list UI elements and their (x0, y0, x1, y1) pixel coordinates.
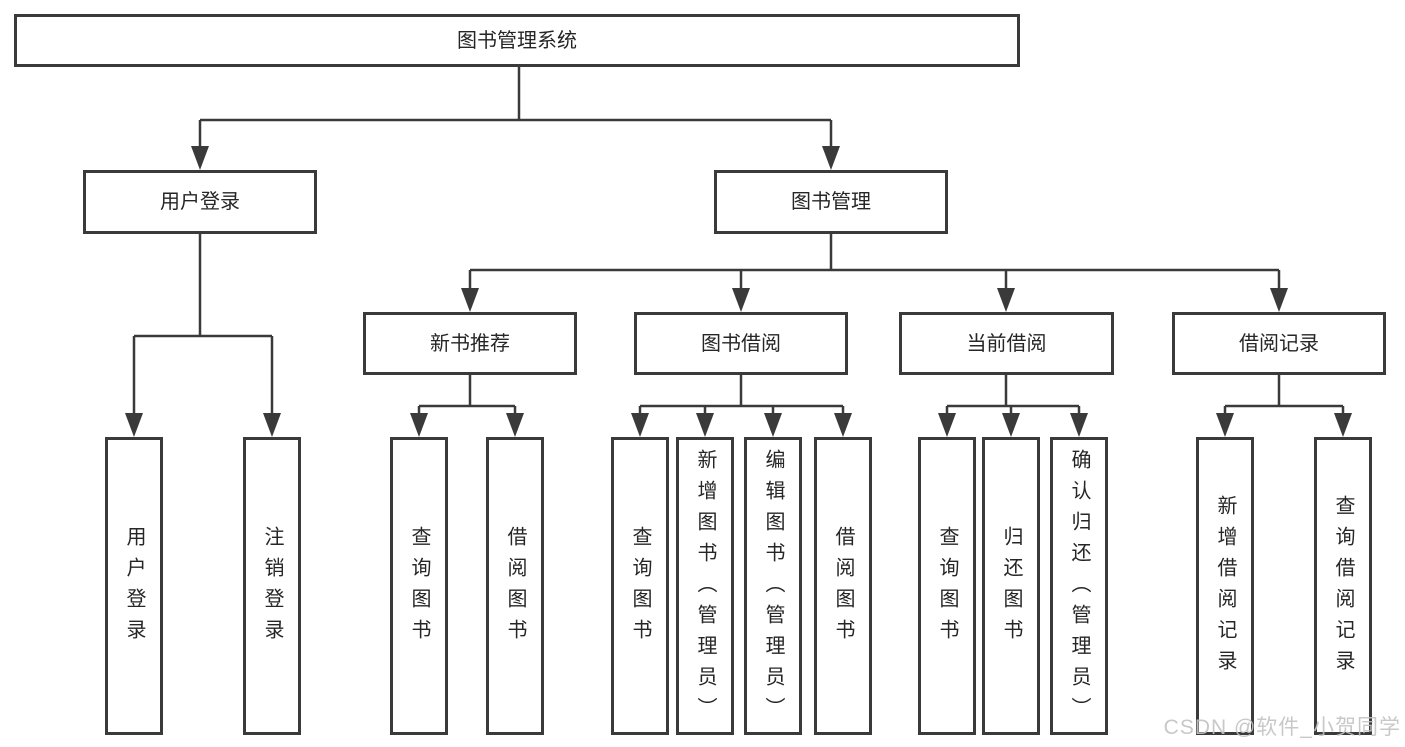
connector-user-login-group (132, 234, 274, 417)
arrowhead (822, 146, 840, 170)
node-query-borrow-record: 查询借阅记录 (1314, 437, 1372, 735)
arrowhead (1270, 288, 1288, 312)
arrowhead (834, 413, 852, 437)
node-user-login-action: 用户登录 (105, 437, 163, 735)
node-return-books: 归还图书 (982, 437, 1040, 735)
node-library-management-system: 图书管理系统 (14, 14, 1020, 67)
node-book-management: 图书管理 (714, 170, 948, 234)
node-borrow-books-rec: 借阅图书 (486, 437, 544, 735)
connector-current-borrow-group (945, 375, 1081, 419)
node-query-books-borrow: 查询图书 (611, 437, 669, 735)
node-confirm-return-admin: 确认归还（管理员） (1050, 437, 1108, 735)
node-borrowing-records: 借阅记录 (1172, 312, 1386, 375)
node-user-login: 用户登录 (83, 170, 317, 234)
arrowhead (1070, 413, 1088, 437)
arrowhead (410, 413, 428, 437)
arrowhead (506, 413, 524, 437)
connector-book-borrow-group (638, 375, 845, 419)
node-new-book-recommendation: 新书推荐 (363, 312, 577, 375)
node-current-borrowing: 当前借阅 (899, 312, 1114, 375)
node-add-borrow-record: 新增借阅记录 (1196, 437, 1254, 735)
connector-new-book-rec-group (417, 375, 517, 419)
arrowhead (1216, 413, 1234, 437)
arrowhead (732, 288, 750, 312)
arrowhead (764, 413, 782, 437)
node-edit-books-admin: 编辑图书（管理员） (744, 437, 802, 735)
node-logout-action: 注销登录 (243, 437, 301, 735)
arrowhead (631, 413, 649, 437)
arrowhead (1334, 413, 1352, 437)
arrowhead (191, 146, 209, 170)
node-borrow-books-action: 借阅图书 (814, 437, 872, 735)
node-query-books-current: 查询图书 (918, 437, 976, 735)
node-book-borrowing: 图书借阅 (634, 312, 848, 375)
arrowhead (263, 413, 281, 437)
arrowhead (461, 288, 479, 312)
arrowhead (938, 413, 956, 437)
connector-book-management-group (468, 234, 1281, 292)
arrowhead (125, 413, 143, 437)
arrowhead (696, 413, 714, 437)
node-query-books-rec: 查询图书 (390, 437, 448, 735)
arrowhead (997, 288, 1015, 312)
csdn-watermark: CSDN @软件_小贺同学 (1163, 716, 1401, 739)
node-add-books-admin: 新增图书（管理员） (676, 437, 734, 735)
connector-borrow-records-group (1223, 375, 1345, 419)
connector-root (198, 67, 833, 150)
arrowhead (1002, 413, 1020, 437)
